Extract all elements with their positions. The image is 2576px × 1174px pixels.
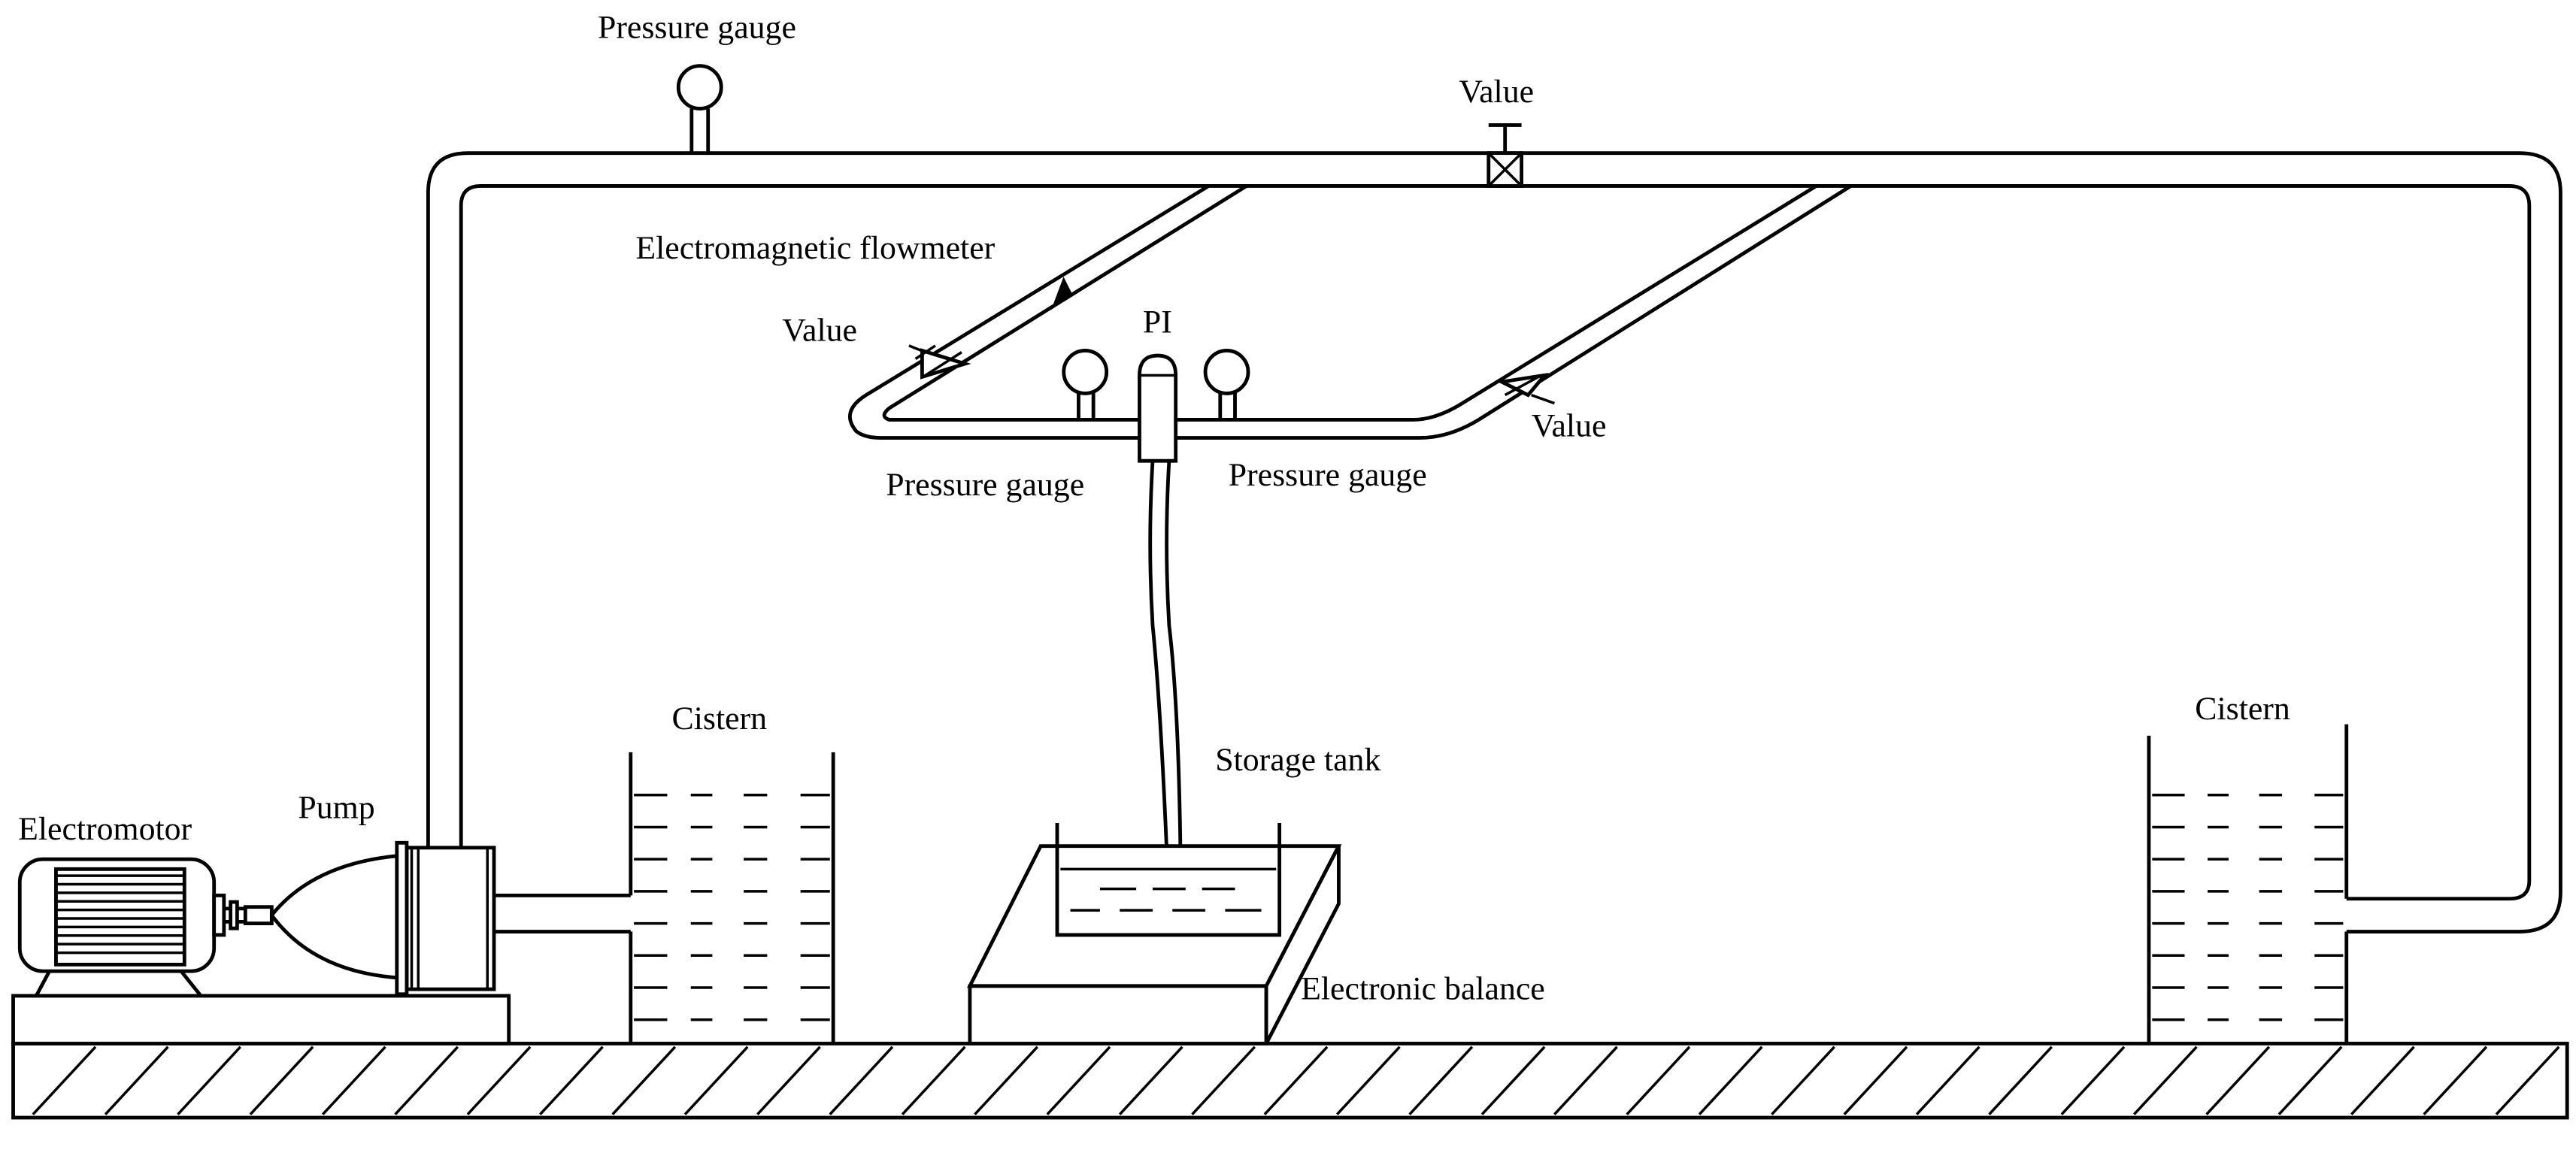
electronic-balance	[966, 844, 1342, 1045]
decor-line	[974, 1045, 1038, 1115]
label-pressure-gauge-left: Pressure gauge	[886, 467, 1084, 503]
label-valve-right: Value	[1532, 407, 1607, 443]
decor-line	[2060, 1045, 2126, 1115]
decor-line	[2205, 1045, 2271, 1115]
cistern-left	[494, 752, 835, 1044]
decor-line	[177, 1045, 242, 1115]
decor-line	[2277, 1045, 2343, 1115]
labels: Pressure gauge Value Electromagnetic flo…	[18, 9, 2290, 1006]
decor-line	[249, 1045, 314, 1115]
cistern-left-water	[634, 794, 830, 1021]
decor-line	[683, 1045, 749, 1115]
pressure-gauge-left	[1062, 349, 1109, 420]
decor-line	[2423, 1045, 2488, 1115]
branch-pipe	[848, 184, 1852, 440]
decor-line	[2132, 1045, 2198, 1115]
cistern-right	[2147, 724, 2349, 1044]
decor-line	[394, 1045, 459, 1115]
label-cistern-right: Cistern	[2195, 691, 2290, 727]
decor-line	[1626, 1045, 1691, 1115]
decor-line	[611, 1045, 677, 1115]
label-storage-tank: Storage tank	[1215, 742, 1380, 778]
ground	[11, 1042, 2569, 1120]
decor-line	[1915, 1045, 1980, 1115]
main-loop-pipe	[426, 151, 2562, 933]
cistern-right-water	[2152, 794, 2344, 1021]
label-electromagnetic-flowmeter: Electromagnetic flowmeter	[635, 230, 995, 266]
storage-tank	[1055, 823, 1282, 937]
decor-line	[1771, 1045, 1835, 1115]
decor-line	[756, 1045, 821, 1115]
label-pi: PI	[1143, 304, 1172, 340]
ground-hatching	[32, 1045, 2560, 1115]
pump	[243, 840, 496, 997]
label-valve-top: Value	[1459, 74, 1534, 110]
label-valve-left: Value	[782, 312, 857, 348]
decor-line	[1698, 1045, 1763, 1115]
decor-line	[1553, 1045, 1618, 1115]
electromotor	[11, 857, 511, 1045]
pi-element	[1138, 353, 1178, 463]
label-pressure-gauge-right: Pressure gauge	[1229, 457, 1427, 493]
decor-line	[2350, 1045, 2415, 1115]
decor-line	[1046, 1045, 1111, 1115]
decor-line	[1408, 1045, 1474, 1115]
decor-line	[829, 1045, 894, 1115]
decor-line	[1118, 1045, 1183, 1115]
valve-left-icon	[908, 344, 971, 380]
valve-top-icon	[1487, 123, 1523, 188]
decor-line	[1263, 1045, 1329, 1115]
decor-line	[104, 1045, 169, 1115]
pressure-gauge-right	[1203, 349, 1250, 420]
decor-line	[466, 1045, 532, 1115]
valve-right-icon	[1496, 372, 1555, 405]
motor-fins	[56, 874, 185, 955]
label-pressure-gauge-top: Pressure gauge	[598, 9, 796, 45]
decor-line	[321, 1045, 386, 1115]
label-cistern-left: Cistern	[672, 700, 768, 737]
decor-line	[901, 1045, 966, 1115]
decor-line	[1480, 1045, 1546, 1115]
label-pump: Pump	[298, 789, 374, 825]
decor-line	[1988, 1045, 2053, 1115]
decor-line	[32, 1045, 97, 1115]
flowmeter-icon	[1050, 277, 1072, 310]
decor-line	[1191, 1045, 1256, 1115]
decor-line	[1335, 1045, 1401, 1115]
pressure-gauge-top	[676, 64, 723, 153]
decor-line	[539, 1045, 604, 1115]
label-electronic-balance: Electronic balance	[1301, 970, 1545, 1006]
label-electromotor: Electromotor	[18, 811, 192, 847]
sampling-tube	[1148, 461, 1183, 870]
decor-line	[2495, 1045, 2560, 1115]
decor-line	[1843, 1045, 1908, 1115]
